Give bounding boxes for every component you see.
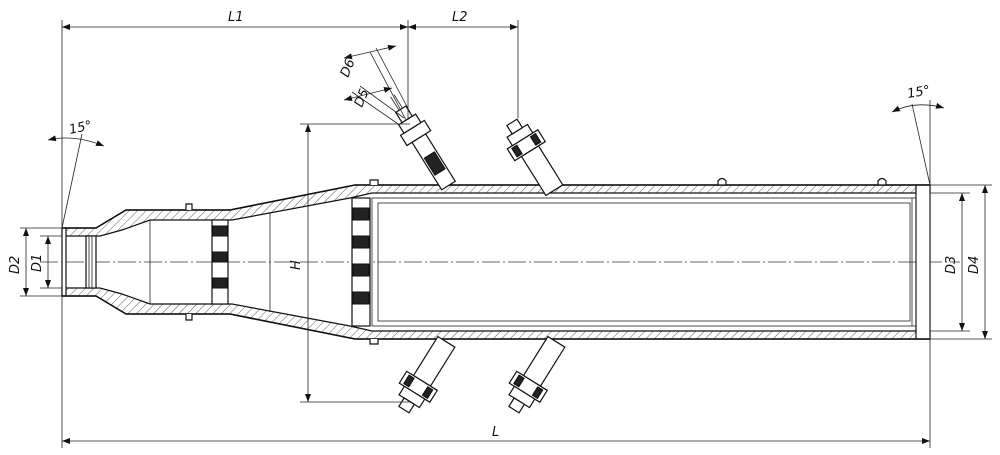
label-L1: L1: [228, 10, 244, 25]
nozzle-top-right: [506, 118, 564, 197]
dimension-L: L: [61, 296, 931, 448]
nozzle-top-left: [390, 94, 457, 191]
flow-grids: [85, 197, 371, 327]
nozzle-bottom-left: [398, 335, 456, 414]
angle-left-annotation: 15°: [47, 118, 105, 229]
label-angle-right: 15°: [906, 83, 931, 102]
label-D5: D5: [352, 87, 373, 110]
left-end-flange: [61, 227, 67, 297]
stud-top-b: [877, 177, 887, 186]
vessel-body: [61, 184, 931, 340]
dimension-L2: L2: [408, 10, 519, 118]
dimension-D3-D4: D3 D4: [930, 184, 992, 340]
dimension-H: H: [289, 123, 410, 403]
studs: [185, 177, 890, 345]
inner-tube: [371, 197, 917, 327]
dimension-D1-D2: D2 D1: [8, 227, 62, 297]
nozzle-bottom-right: [508, 335, 566, 414]
label-D2: D2: [8, 256, 23, 274]
dimension-L1: L1: [61, 10, 409, 228]
right-end-flange: [915, 184, 931, 340]
grid-left: [85, 235, 97, 289]
stud-top-a: [717, 177, 727, 186]
label-D6: D6: [338, 57, 359, 80]
dimension-D5-D6: D6 D5: [338, 44, 413, 125]
label-L2: L2: [452, 10, 468, 25]
label-angle-left: 15°: [68, 118, 94, 137]
label-D1: D1: [30, 254, 45, 272]
angle-right-annotation: 15°: [891, 83, 945, 186]
label-D3: D3: [944, 256, 959, 274]
label-L: L: [492, 425, 499, 440]
label-D4: D4: [967, 256, 982, 274]
label-H: H: [289, 260, 304, 270]
